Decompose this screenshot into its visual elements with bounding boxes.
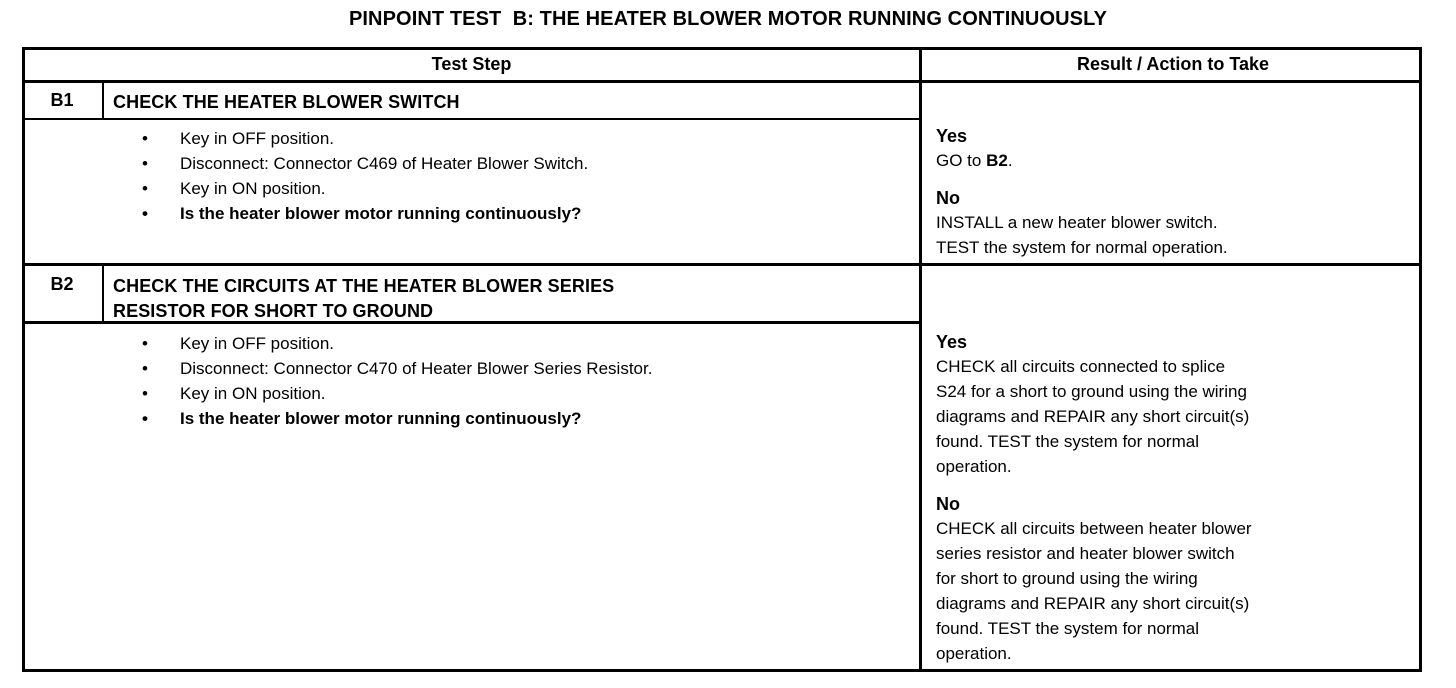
- result-line: S24 for a short to ground using the wiri…: [936, 382, 1247, 401]
- list-item: • Key in ON position.: [22, 381, 842, 406]
- rule-between-b1-and-b2: [22, 263, 1422, 266]
- result-block-b2: Yes CHECK all circuits connected to spli…: [936, 330, 1416, 666]
- step-number-divider-b1: [102, 83, 104, 118]
- result-line: INSTALL a new heater blower switch.: [936, 213, 1218, 232]
- list-item-text: Is the heater blower motor running conti…: [180, 204, 582, 223]
- list-item-text: Key in ON position.: [180, 384, 326, 403]
- result-label-yes: Yes: [936, 126, 968, 146]
- step-heading-b1: CHECK THE HEATER BLOWER SWITCH: [113, 92, 460, 112]
- column-header-test-step: Test Step: [431, 54, 512, 74]
- spacer: [936, 173, 1416, 186]
- result-line: diagrams and REPAIR any short circuit(s): [936, 594, 1250, 613]
- result-block-b1: Yes GO to B2. No INSTALL a new heater bl…: [936, 124, 1416, 260]
- result-label-no: No: [936, 494, 960, 514]
- result-text-no: INSTALL a new heater blower switch. TEST…: [936, 210, 1416, 260]
- result-line: found. TEST the system for normal: [936, 619, 1199, 638]
- list-item: • Key in OFF position.: [22, 331, 842, 356]
- step-bullets-b2: • Key in OFF position. • Disconnect: Con…: [22, 331, 842, 431]
- bullet-icon: •: [142, 409, 148, 428]
- step-id-b2: B2: [50, 274, 74, 294]
- list-item-text: Disconnect: Connector C470 of Heater Blo…: [180, 359, 653, 378]
- list-item-text: Key in ON position.: [180, 179, 326, 198]
- list-item: • Is the heater blower motor running con…: [22, 201, 842, 226]
- bullet-icon: •: [142, 384, 148, 403]
- result-label-yes: Yes: [936, 332, 968, 352]
- result-text-yes: CHECK all circuits connected to splice S…: [936, 354, 1416, 479]
- result-line: diagrams and REPAIR any short circuit(s): [936, 407, 1250, 426]
- column-divider: [919, 47, 922, 672]
- result-line: CHECK all circuits between heater blower: [936, 519, 1252, 538]
- step-heading-b2: CHECK THE CIRCUITS AT THE HEATER BLOWER …: [113, 276, 615, 321]
- step-bullets-b1: • Key in OFF position. • Disconnect: Con…: [22, 126, 842, 226]
- result-line: operation.: [936, 644, 1012, 663]
- rule-under-step-heading-b1: [22, 118, 919, 120]
- list-item: • Disconnect: Connector C470 of Heater B…: [22, 356, 842, 381]
- result-line: for short to ground using the wiring: [936, 569, 1198, 588]
- column-header-result: Result / Action to Take: [1076, 54, 1270, 74]
- spacer: [936, 479, 1416, 492]
- rule-under-column-headers: [22, 80, 1422, 83]
- result-line: operation.: [936, 457, 1012, 476]
- list-item-text: Key in OFF position.: [180, 334, 335, 353]
- rule-under-step-heading-b2: [22, 321, 919, 324]
- result-label-no: No: [936, 188, 960, 208]
- result-line: GO to B2.: [936, 151, 1013, 170]
- table-header-row: Test Step Result / Action to Take: [22, 47, 1422, 82]
- bullet-icon: •: [142, 334, 148, 353]
- result-line: CHECK all circuits connected to splice: [936, 357, 1226, 376]
- result-line: found. TEST the system for normal: [936, 432, 1199, 451]
- bullet-icon: •: [142, 204, 148, 223]
- result-text-yes: GO to B2.: [936, 148, 1416, 173]
- list-item-text: Key in OFF position.: [180, 129, 335, 148]
- bullet-icon: •: [142, 154, 148, 173]
- step-id-b1: B1: [50, 90, 74, 110]
- list-item-text: Is the heater blower motor running conti…: [180, 409, 582, 428]
- page-title: PINPOINT TEST B: THE HEATER BLOWER MOTOR…: [348, 8, 1108, 30]
- list-item-text: Disconnect: Connector C469 of Heater Blo…: [180, 154, 589, 173]
- step-number-divider-b2: [102, 266, 104, 323]
- list-item: • Disconnect: Connector C469 of Heater B…: [22, 151, 842, 176]
- bullet-icon: •: [142, 129, 148, 148]
- result-line: TEST the system for normal operation.: [936, 238, 1228, 257]
- bullet-icon: •: [142, 359, 148, 378]
- list-item: • Key in ON position.: [22, 176, 842, 201]
- bullet-icon: •: [142, 179, 148, 198]
- list-item: • Is the heater blower motor running con…: [22, 406, 842, 431]
- result-text-no: CHECK all circuits between heater blower…: [936, 516, 1416, 666]
- list-item: • Key in OFF position.: [22, 126, 842, 151]
- result-line: series resistor and heater blower switch: [936, 544, 1235, 563]
